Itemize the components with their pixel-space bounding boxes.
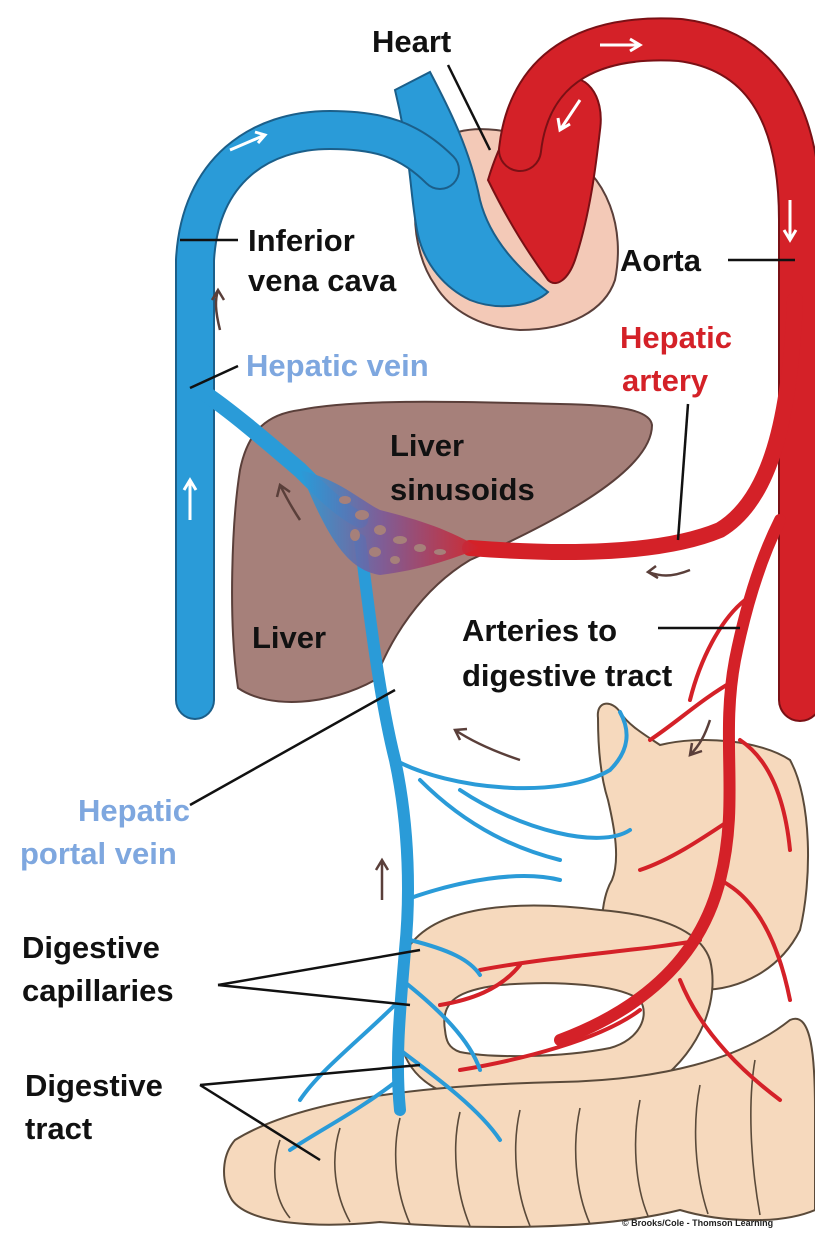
label-liver-sinusoids-line2: sinusoids <box>390 474 535 505</box>
label-heart: Heart <box>372 26 451 57</box>
label-digestive-tract-line2: tract <box>25 1113 92 1144</box>
label-arteries-digestive-line2: digestive tract <box>462 660 672 691</box>
label-inferior-vena-cava-line2: vena cava <box>248 265 396 296</box>
label-liver-sinusoids-line1: Liver <box>390 430 464 461</box>
label-digestive-capillaries-line2: capillaries <box>22 975 174 1006</box>
label-aorta: Aorta <box>620 245 701 276</box>
label-hepatic-vein: Hepatic vein <box>246 350 429 381</box>
copyright-credit: © Brooks/Cole - Thomson Learning <box>622 1218 773 1228</box>
label-hepatic-artery-line1: Hepatic <box>620 322 732 353</box>
label-inferior-vena-cava-line1: Inferior <box>248 225 355 256</box>
label-liver: Liver <box>252 622 326 653</box>
label-digestive-tract-line1: Digestive <box>25 1070 163 1101</box>
label-hepatic-portal-vein-line1: Hepatic <box>78 795 190 826</box>
label-hepatic-artery-line2: artery <box>622 365 708 396</box>
label-hepatic-portal-vein-line2: portal vein <box>20 838 177 869</box>
label-arteries-digestive-line1: Arteries to <box>462 615 617 646</box>
label-digestive-capillaries-line1: Digestive <box>22 932 160 963</box>
